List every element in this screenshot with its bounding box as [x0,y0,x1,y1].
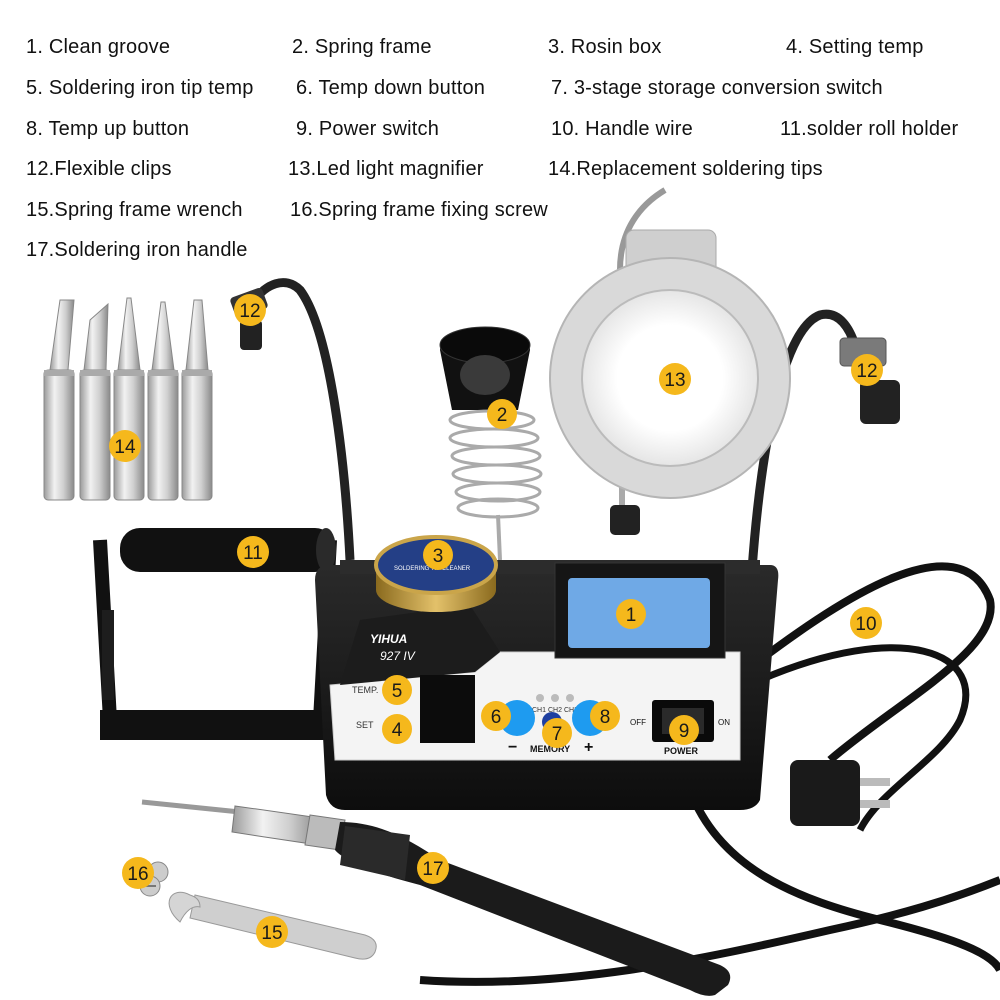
brand-label: YIHUA [370,632,407,646]
badge-16: 16 [122,857,154,889]
legend-item-3: 3. Rosin box [548,36,662,58]
power-plug [790,760,890,826]
ch2-label: CH2 [548,707,562,714]
legend-item-14: 14.Replacement soldering tips [548,158,823,180]
badge-2: 2 [487,399,517,429]
minus-label: − [508,739,517,756]
legend-item-8: 8. Temp up button [26,118,190,140]
svg-text:3: 3 [433,546,444,567]
svg-text:1: 1 [626,605,637,626]
badge-12-left: 12 [234,294,266,326]
badge-12-right: 12 [851,354,883,386]
legend-item-2: 2. Spring frame [292,36,432,58]
svg-text:17: 17 [422,859,443,880]
rosin-label: SOLDERING TIP CLEANER [394,566,471,572]
memory-label: MEMORY [530,744,570,754]
legend-item-6: 6. Temp down button [296,77,486,99]
soldering-iron[interactable] [141,799,731,996]
svg-text:12: 12 [856,361,877,382]
badge-11: 11 [237,536,269,568]
badge-3: 3 [423,540,453,570]
svg-text:14: 14 [114,437,136,458]
svg-text:10: 10 [855,614,876,635]
legend-item-5: 5. Soldering iron tip temp [26,77,254,99]
legend-item-11: 11.solder roll holder [780,118,959,140]
led-magnifier[interactable] [549,187,791,535]
badge-5: 5 [382,675,412,705]
power-label: POWER [664,746,699,756]
legend-item-17: 17.Soldering iron handle [26,239,248,261]
svg-text:4: 4 [392,720,403,741]
legend-item-16: 16.Spring frame fixing screw [290,199,548,221]
on-label: ON [718,718,730,727]
spring-frame[interactable] [439,326,543,561]
svg-text:12: 12 [239,301,260,322]
plus-label: + [584,739,593,756]
svg-text:9: 9 [679,721,690,742]
legend-item-9: 9. Power switch [296,118,440,140]
svg-text:11: 11 [243,543,263,564]
svg-text:6: 6 [491,707,502,728]
legend-item-4: 4. Setting temp [786,36,924,58]
svg-text:7: 7 [552,724,563,745]
off-label: OFF [630,718,646,727]
temperature-display [420,675,475,743]
legend-item-15: 15.Spring frame wrench [26,199,243,221]
svg-text:5: 5 [392,681,403,702]
legend-item-7: 7. 3-stage storage conversion switch [551,77,883,99]
flexible-clip-right[interactable] [747,309,900,571]
badge-17: 17 [417,852,449,884]
badge-7: 7 [542,718,572,748]
badge-15: 15 [256,916,288,948]
badge-1: 1 [616,599,646,629]
handle-wire [419,562,1000,986]
svg-text:15: 15 [261,923,282,944]
badge-4: 4 [382,714,412,744]
legend-item-12: 12.Flexible clips [26,158,172,180]
badge-9: 9 [669,715,699,745]
set-label: SET [356,720,374,730]
replacement-tips [43,297,213,501]
svg-text:13: 13 [664,370,685,391]
svg-text:8: 8 [600,707,611,728]
legend-item-1: 1. Clean groove [26,36,171,58]
badge-13: 13 [659,363,691,395]
badge-14: 14 [109,430,141,462]
svg-text:16: 16 [127,864,148,885]
svg-text:2: 2 [497,405,508,426]
legend: 1. Clean groove 2. Spring frame 3. Rosin… [0,0,1000,270]
solder-roll-holder[interactable] [93,528,337,740]
badge-10: 10 [850,607,882,639]
legend-item-10: 10. Handle wire [551,118,693,140]
ch1-label: CH1 [532,707,546,714]
model-label: 927 IV [380,649,416,663]
badge-8: 8 [590,701,620,731]
station-body: YIHUA 927 IV TEMP. SET CH1 CH2 CH3 − MEM… [315,535,779,810]
ch3-label: CH3 [564,707,578,714]
legend-item-13: 13.Led light magnifier [288,158,484,180]
temp-label: TEMP. [352,685,378,695]
badge-6: 6 [481,701,511,731]
